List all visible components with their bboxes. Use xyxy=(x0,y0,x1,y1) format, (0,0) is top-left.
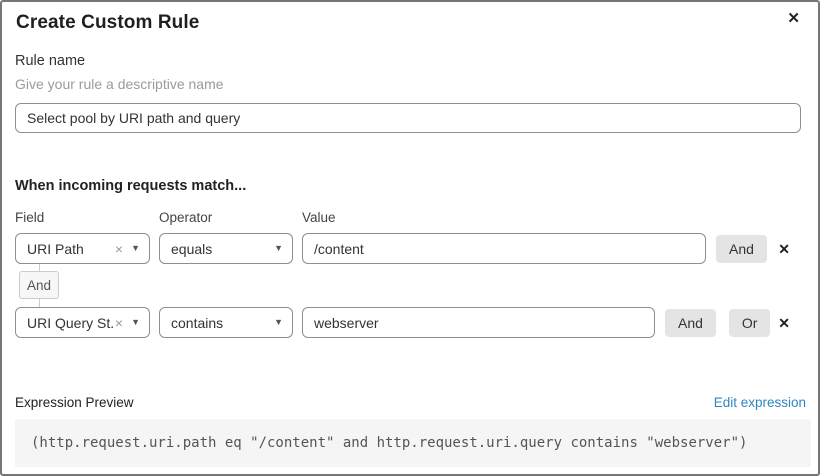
expression-section: Expression Preview Edit expression (http… xyxy=(15,395,811,467)
condition-row-2: URI Query St... × ▼ contains ▼ And Or ✕ xyxy=(15,307,806,338)
operator-select-1-value: equals xyxy=(171,240,213,257)
expression-code: (http.request.uri.path eq "/content" and… xyxy=(31,435,748,451)
connector-line-bottom xyxy=(39,299,40,307)
and-button-row-1[interactable]: And xyxy=(716,234,767,263)
rule-name-helper: Give your rule a descriptive name xyxy=(15,76,224,92)
dialog-header: Create Custom Rule xyxy=(2,2,818,34)
chevron-down-icon: ▼ xyxy=(274,243,283,253)
clear-icon[interactable]: × xyxy=(114,314,124,331)
condition-row-1: URI Path × ▼ equals ▼ And ✕ xyxy=(15,233,806,264)
or-button-row-2[interactable]: Or xyxy=(728,308,771,337)
match-heading: When incoming requests match... xyxy=(15,178,247,194)
chevron-down-icon: ▼ xyxy=(274,317,283,327)
match-section: When incoming requests match... Field Op… xyxy=(15,178,806,338)
edit-expression-link[interactable]: Edit expression xyxy=(713,395,806,410)
column-headers: Field Operator Value xyxy=(15,210,806,225)
operator-column-header: Operator xyxy=(159,210,213,225)
chevron-down-icon: ▼ xyxy=(131,317,140,327)
field-select-1[interactable]: URI Path × ▼ xyxy=(15,233,150,264)
field-select-2[interactable]: URI Query St... × ▼ xyxy=(15,307,150,338)
operator-select-1[interactable]: equals ▼ xyxy=(159,233,293,264)
dialog-title: Create Custom Rule xyxy=(16,12,200,33)
field-select-2-value: URI Query St... xyxy=(27,314,115,331)
field-select-1-value: URI Path xyxy=(27,240,84,257)
remove-row-2-icon[interactable]: ✕ xyxy=(778,314,790,331)
value-input-2[interactable] xyxy=(302,307,655,338)
clear-icon[interactable]: × xyxy=(114,240,124,257)
row-connector: And xyxy=(15,264,806,307)
remove-row-1-icon[interactable]: ✕ xyxy=(778,240,790,257)
value-column-header: Value xyxy=(302,210,336,225)
expression-preview-label: Expression Preview xyxy=(15,395,134,410)
field-column-header: Field xyxy=(15,210,45,225)
operator-select-2-value: contains xyxy=(171,314,224,331)
rule-name-label: Rule name xyxy=(15,53,86,69)
chevron-down-icon: ▼ xyxy=(131,243,140,253)
rule-name-input[interactable] xyxy=(15,103,801,133)
close-icon[interactable]: ✕ xyxy=(783,9,804,28)
expression-header: Expression Preview Edit expression xyxy=(15,395,806,410)
expression-preview-box: (http.request.uri.path eq "/content" and… xyxy=(15,419,811,467)
rule-name-block: Rule name Give your rule a descriptive n… xyxy=(15,53,806,133)
connector-and-badge: And xyxy=(19,271,59,299)
value-input-1[interactable] xyxy=(302,233,706,264)
operator-select-2[interactable]: contains ▼ xyxy=(159,307,293,338)
and-button-row-2[interactable]: And xyxy=(665,308,716,337)
connector-line-top xyxy=(39,264,40,271)
